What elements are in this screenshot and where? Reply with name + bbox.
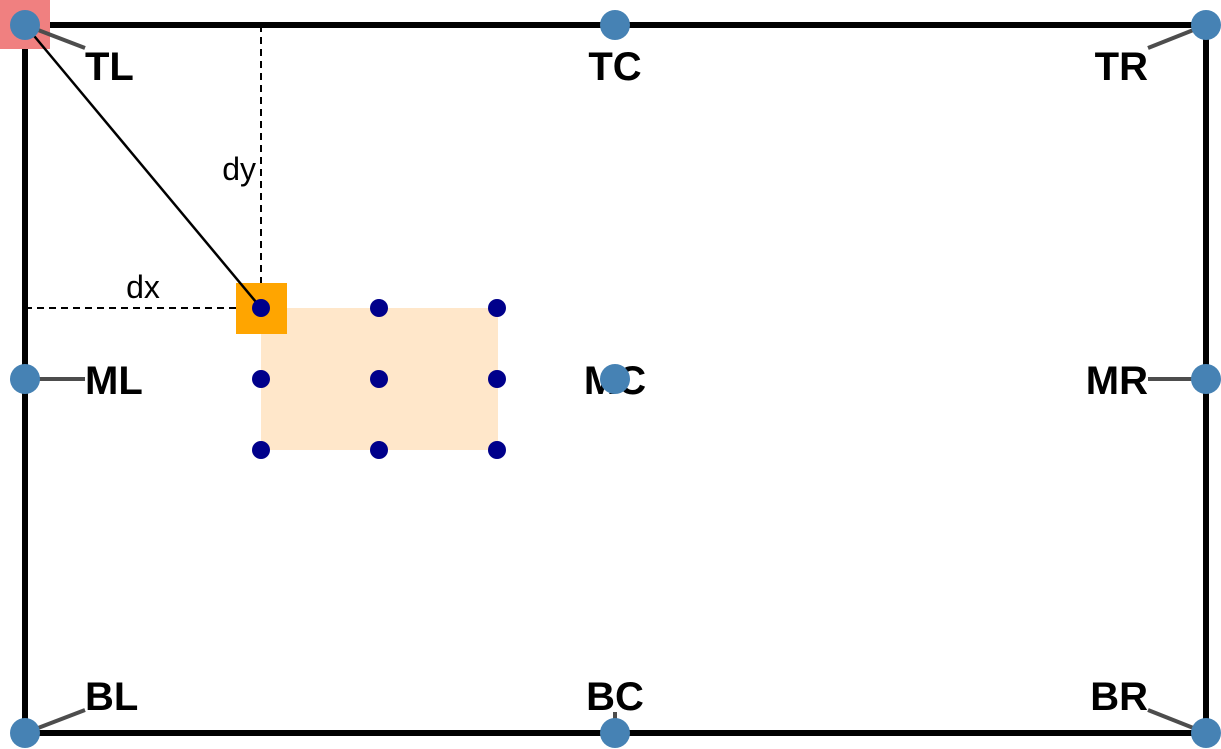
anchor-point-tr xyxy=(1191,10,1221,40)
anchor-label-bc: BC xyxy=(586,675,644,719)
grid-point-bottom-right xyxy=(488,441,506,459)
grid-points xyxy=(252,299,506,459)
anchor-connector-line xyxy=(24,24,262,309)
grid-point-top-center xyxy=(370,299,388,317)
anchor-label-tc: TC xyxy=(588,45,641,89)
dy-label: dy xyxy=(222,151,256,187)
anchor-labels: TL TC TR ML MC MR BL BC BR xyxy=(85,45,1148,719)
anchor-point-br xyxy=(1191,718,1221,748)
anchor-label-br: BR xyxy=(1090,675,1148,719)
anchor-label-tr: TR xyxy=(1095,45,1148,89)
grid-point-top-right xyxy=(488,299,506,317)
anchor-point-bc xyxy=(600,718,630,748)
anchor-label-bl: BL xyxy=(85,675,138,719)
grid-point-top-left xyxy=(252,299,270,317)
grid-point-middle-left xyxy=(252,370,270,388)
anchor-point-tl xyxy=(10,10,40,40)
dx-label: dx xyxy=(126,269,160,305)
anchor-point-bl xyxy=(10,718,40,748)
grid-point-middle-right xyxy=(488,370,506,388)
anchor-label-ml: ML xyxy=(85,359,143,403)
grid-point-middle-center xyxy=(370,370,388,388)
anchor-point-mr xyxy=(1191,364,1221,394)
anchor-point-mc xyxy=(600,364,630,394)
anchor-label-tl: TL xyxy=(85,45,134,89)
anchor-point-tc xyxy=(600,10,630,40)
anchor-points xyxy=(10,10,1221,748)
anchor-point-ml xyxy=(10,364,40,394)
grid-point-bottom-center xyxy=(370,441,388,459)
anchor-label-mr: MR xyxy=(1086,359,1148,403)
grid-point-bottom-left xyxy=(252,441,270,459)
